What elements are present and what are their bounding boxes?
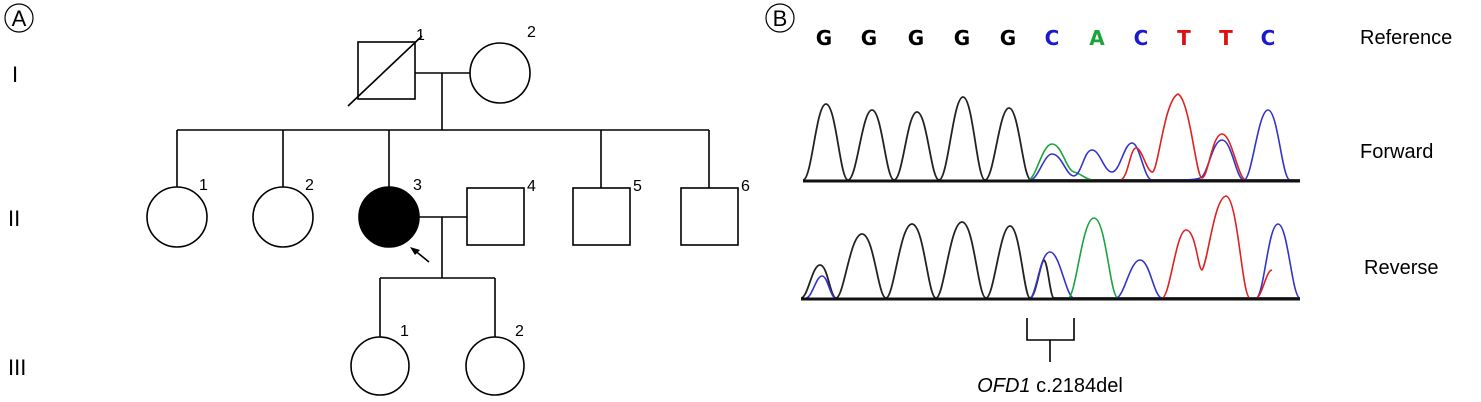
reference-base: A xyxy=(1089,26,1105,50)
reference-base: C xyxy=(1261,26,1276,50)
individual-ii-3-affected-female xyxy=(358,186,420,248)
reference-base: T xyxy=(1219,26,1233,50)
track-label-reference: Reference xyxy=(1360,27,1452,49)
reference-base: G xyxy=(908,26,924,50)
reverse-trace-blue xyxy=(805,223,1301,299)
individual-ii-1-female xyxy=(146,186,208,248)
track-label-reverse: Reverse xyxy=(1364,257,1438,279)
individual-iii-2-female xyxy=(465,336,525,396)
individual-iii-1-number: 1 xyxy=(400,323,409,340)
individual-ii-6-male xyxy=(680,187,739,246)
proband-arrow-icon xyxy=(410,247,420,255)
panel-a-badge xyxy=(4,3,34,33)
individual-i-2-number: 2 xyxy=(527,24,536,41)
generation-label-iii: III xyxy=(8,355,26,380)
reference-base: C xyxy=(1045,26,1060,50)
individual-ii-5-number: 5 xyxy=(633,178,642,195)
individual-iii-2-number: 2 xyxy=(515,323,524,340)
forward-trace-blue xyxy=(1029,109,1291,181)
reverse-chromatogram xyxy=(800,195,1301,301)
mutation-change: c.2184del xyxy=(1031,375,1123,397)
individual-ii-6-number: 6 xyxy=(741,178,750,195)
generation-label-ii: II xyxy=(8,206,20,231)
reference-base: G xyxy=(861,26,877,50)
track-label-forward: Forward xyxy=(1360,141,1433,163)
individual-ii-4-male xyxy=(466,187,525,246)
individual-ii-3-number: 3 xyxy=(413,177,422,194)
forward-chromatogram xyxy=(802,93,1300,183)
reference-base: G xyxy=(816,26,832,50)
reference-bases: G G G G G C A C T T C xyxy=(816,26,1276,50)
mutation-label: OFD1 c.2184del xyxy=(977,375,1123,397)
generation-label-i: I xyxy=(12,62,18,87)
individual-i-1-number: 1 xyxy=(416,27,425,44)
panel-b-label: B xyxy=(773,6,788,31)
forward-trace-black xyxy=(802,96,1300,181)
forward-trace-green xyxy=(1027,143,1095,181)
reverse-trace-black xyxy=(800,221,1300,299)
individual-ii-2-number: 2 xyxy=(305,177,314,194)
panel-a: A I II III 1 2 1 2 3 4 5 xyxy=(4,3,750,396)
reference-base: C xyxy=(1134,26,1149,50)
deletion-bracket xyxy=(1026,318,1075,362)
panel-b: B G G G G G C A C T T C Reference Forwar… xyxy=(765,3,1452,397)
reference-base: G xyxy=(1000,26,1016,50)
mutation-gene: OFD1 xyxy=(977,375,1030,397)
individual-ii-1-number: 1 xyxy=(199,177,208,194)
individual-ii-4-number: 4 xyxy=(527,178,536,195)
individual-i-2-female xyxy=(469,42,531,104)
reference-base: G xyxy=(954,26,970,50)
panel-b-badge xyxy=(765,3,795,33)
panel-a-label: A xyxy=(12,6,27,31)
reverse-trace-red xyxy=(1161,195,1273,299)
deceased-slash xyxy=(347,35,423,107)
individual-ii-5-male xyxy=(572,187,631,246)
bracket xyxy=(1026,318,1075,341)
reference-base: T xyxy=(1177,26,1191,50)
individual-ii-2-female xyxy=(252,186,314,248)
individual-iii-1-female xyxy=(350,336,410,396)
forward-trace-red xyxy=(1119,93,1247,181)
reverse-trace-green xyxy=(1067,217,1119,299)
